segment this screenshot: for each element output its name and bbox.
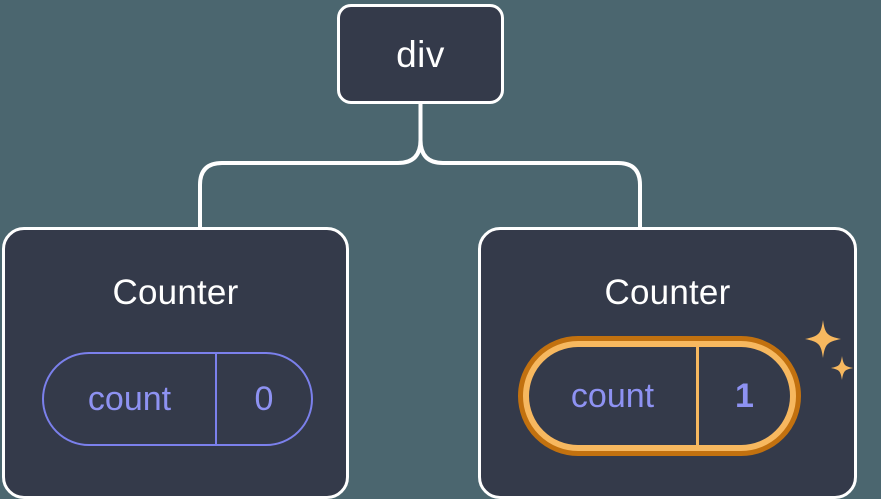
node-div[interactable]: div [337, 4, 504, 104]
node-div-label: div [396, 33, 445, 75]
state-value-right: 1 [735, 376, 754, 415]
card-title-right: Counter [604, 273, 731, 312]
connector-to-right-card [418, 102, 642, 229]
sparkle-group [805, 320, 853, 380]
state-value-left: 0 [254, 379, 274, 418]
state-key-right: count [529, 347, 699, 445]
state-pill-left[interactable]: count 0 [42, 352, 313, 446]
connector-to-left-card [198, 102, 423, 229]
sparkle-small-icon [831, 356, 853, 380]
card-title-left: Counter [112, 273, 239, 312]
sparkle-large-icon [805, 320, 841, 358]
state-key-left: count [44, 354, 217, 444]
state-pill-right-highlighted[interactable]: count 1 [518, 336, 801, 456]
